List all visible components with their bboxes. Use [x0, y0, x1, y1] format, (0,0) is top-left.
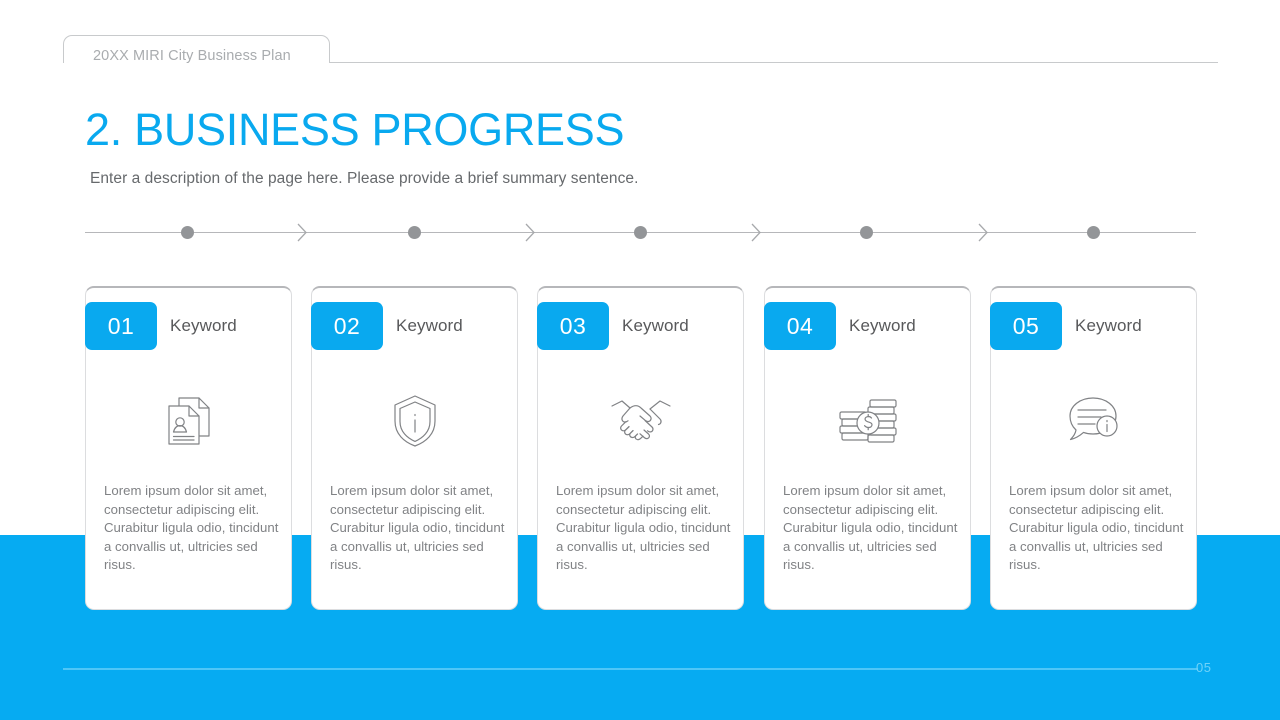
- page-subtitle: Enter a description of the page here. Pl…: [90, 170, 639, 187]
- handshake-icon: [538, 390, 743, 452]
- card-keyword-label: Keyword: [396, 316, 463, 335]
- card-number-badge: 04: [764, 302, 836, 350]
- card-body-text: Lorem ipsum dolor sit amet, consectetur …: [104, 483, 279, 573]
- timeline-dot-3: [634, 226, 647, 239]
- timeline-chevron-icon-2: [525, 223, 536, 242]
- timeline-dot-2: [408, 226, 421, 239]
- header-tab-label: 20XX MIRI City Business Plan: [93, 48, 291, 64]
- page-title: 2. BUSINESS PROGRESS: [85, 104, 625, 155]
- footer-divider-line: [63, 668, 1198, 670]
- card-body-text: Lorem ipsum dolor sit amet, consectetur …: [1009, 483, 1184, 573]
- card-header: 05 Keyword: [990, 302, 1196, 350]
- card-header: 02 Keyword: [311, 302, 517, 350]
- card-03[interactable]: 03 Keyword Lorem ipsum: [537, 286, 744, 610]
- timeline-dot-5: [1087, 226, 1100, 239]
- profile-documents-icon: [86, 390, 291, 452]
- card-number-badge: 02: [311, 302, 383, 350]
- speech-bubble-info-icon: [991, 390, 1196, 452]
- card-04[interactable]: 04 Keyword: [764, 286, 971, 610]
- coin-stacks-dollar-icon: [765, 390, 970, 452]
- timeline-dot-1: [181, 226, 194, 239]
- card-body-text: Lorem ipsum dolor sit amet, consectetur …: [783, 483, 958, 573]
- card-number-badge: 05: [990, 302, 1062, 350]
- card-header: 04 Keyword: [764, 302, 970, 350]
- card-body-text: Lorem ipsum dolor sit amet, consectetur …: [330, 483, 505, 573]
- header-tab[interactable]: [63, 35, 330, 63]
- card-01[interactable]: 01 Keyword Lorem ipsum dolor sit amet, c…: [85, 286, 292, 610]
- header-divider-line: [330, 62, 1218, 63]
- card-body-text: Lorem ipsum dolor sit amet, consectetur …: [556, 483, 731, 573]
- timeline-chevron-icon-3: [751, 223, 762, 242]
- card-keyword-label: Keyword: [849, 316, 916, 335]
- card-02[interactable]: 02 Keyword Lorem ipsum dolor sit amet, c…: [311, 286, 518, 610]
- card-keyword-label: Keyword: [622, 316, 689, 335]
- timeline-dot-4: [860, 226, 873, 239]
- card-header: 01 Keyword: [85, 302, 291, 350]
- timeline-chevron-icon-1: [297, 223, 308, 242]
- shield-info-icon: [312, 390, 517, 452]
- card-05[interactable]: 05 Keyword Lorem ipsum dolor sit amet, c…: [990, 286, 1197, 610]
- timeline: [85, 212, 1196, 254]
- timeline-chevron-icon-4: [978, 223, 989, 242]
- page-number: 05: [1196, 660, 1212, 675]
- card-header: 03 Keyword: [537, 302, 743, 350]
- card-keyword-label: Keyword: [170, 316, 237, 335]
- card-number-badge: 01: [85, 302, 157, 350]
- card-keyword-label: Keyword: [1075, 316, 1142, 335]
- cards-row: 01 Keyword Lorem ipsum dolor sit amet, c…: [0, 286, 1280, 611]
- card-number-badge: 03: [537, 302, 609, 350]
